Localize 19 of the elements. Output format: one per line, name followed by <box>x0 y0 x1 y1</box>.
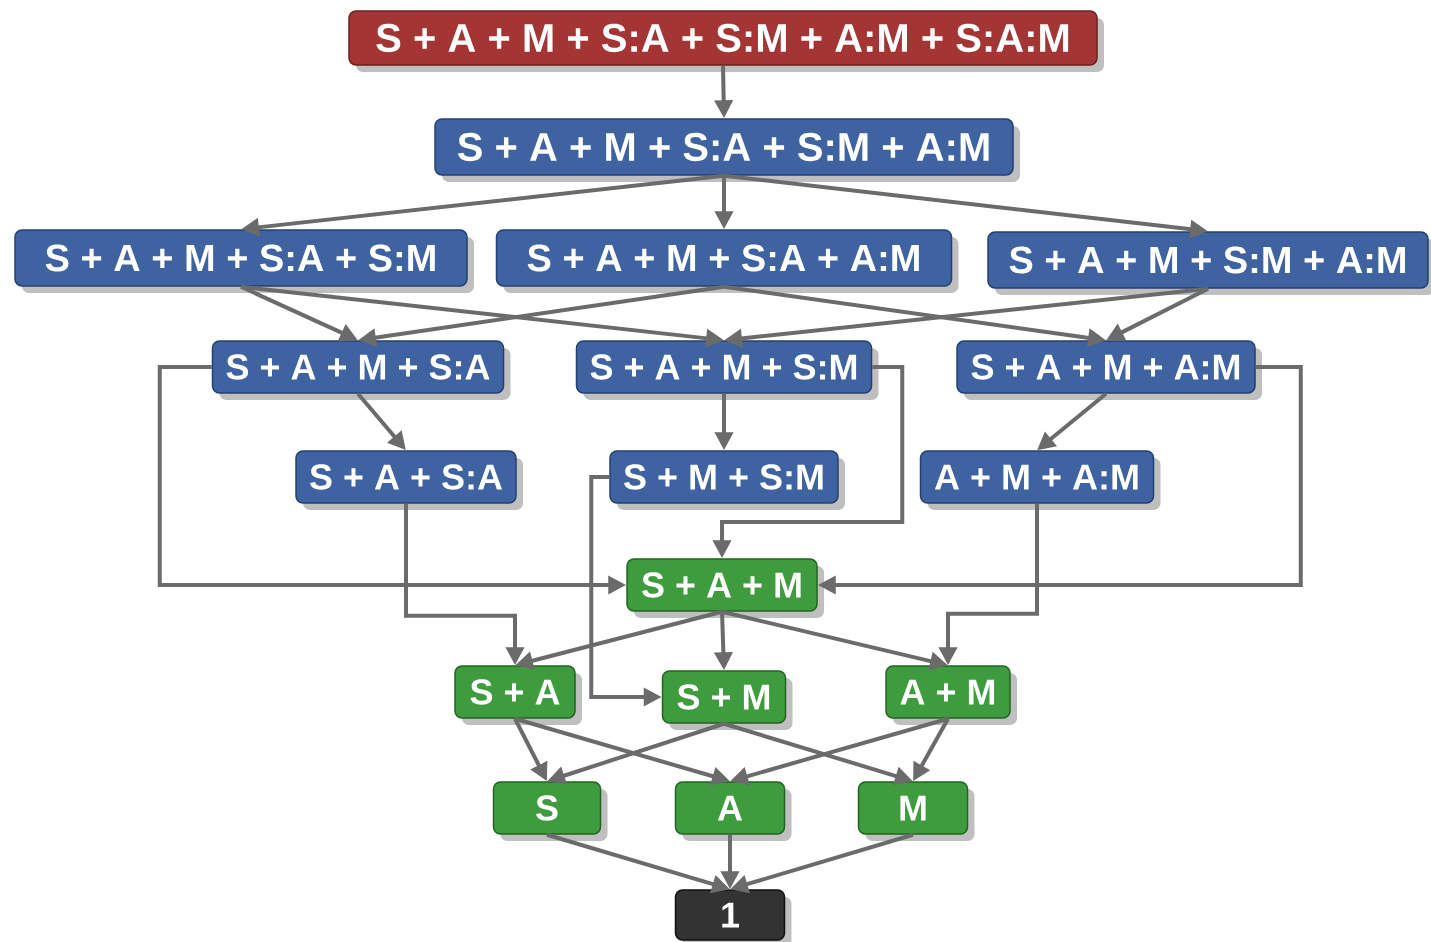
process-box: S + A + M + S:A + S:M + A:M + S:A:M <box>348 10 1104 72</box>
process-box: S + A + M <box>626 558 824 618</box>
process-box: S + A + M + S:A + S:M <box>14 229 474 293</box>
result-box: 1 <box>674 889 792 942</box>
process-box: S <box>492 781 608 841</box>
process-box: S + A + M + S:A + S:M + A:M <box>434 118 1020 182</box>
process-box: S + A + M + A:M <box>956 340 1262 400</box>
process-box: S + M <box>661 670 793 730</box>
process-box: S + A <box>454 665 582 725</box>
process-box: S + A + M + S:A + A:M <box>495 229 959 293</box>
process-box: S + A + S:A <box>295 450 523 510</box>
process-box: S + A + M + S:M <box>575 340 879 400</box>
process-box: S + A + M + S:A <box>211 340 511 400</box>
process-box: A <box>674 781 792 841</box>
process-box: A + M + A:M <box>919 450 1161 510</box>
process-box: S + A + M + S:M + A:M <box>987 231 1431 295</box>
process-box: S + M + S:M <box>609 450 845 510</box>
process-box: A + M <box>885 665 1017 725</box>
process-box: M <box>857 781 975 841</box>
